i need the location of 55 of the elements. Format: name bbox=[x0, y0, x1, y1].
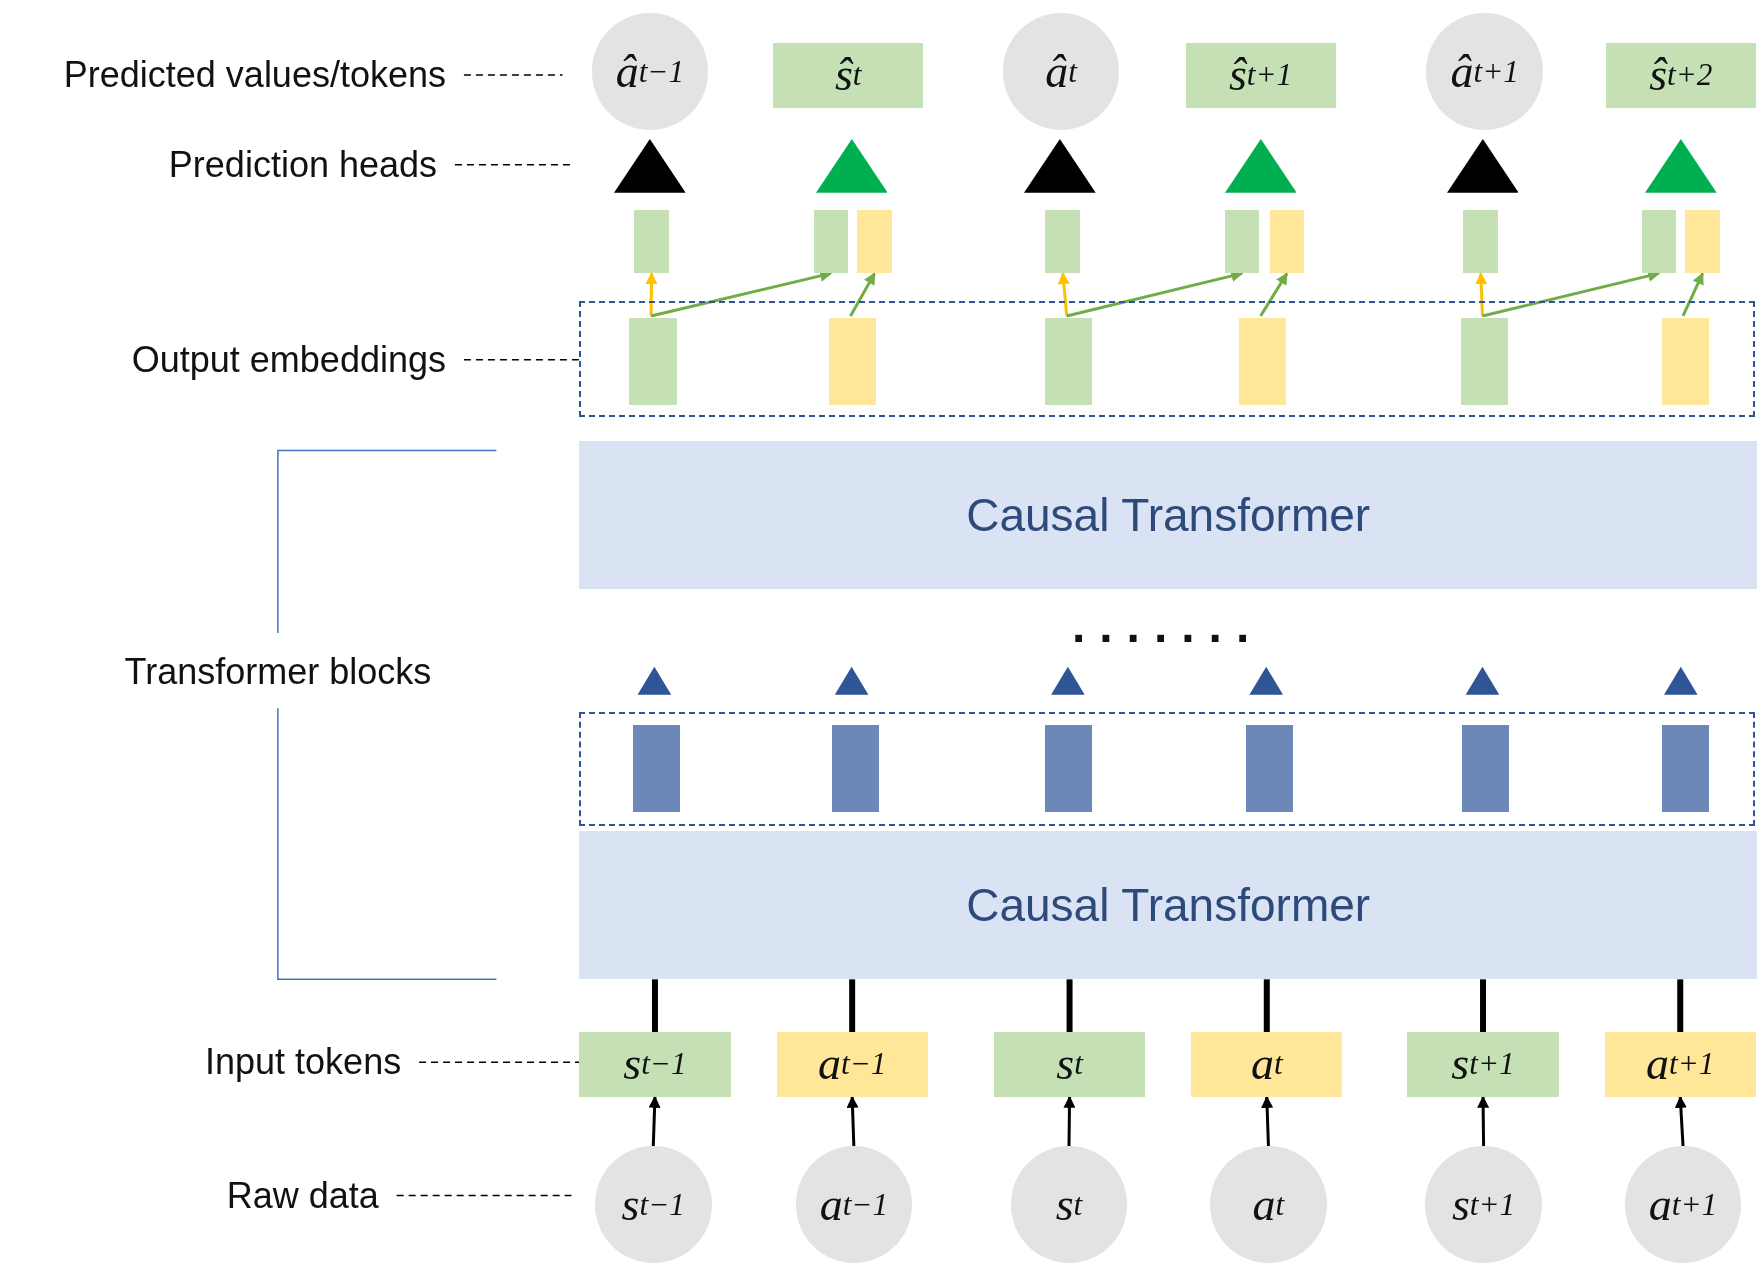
embedding-bar bbox=[1224, 209, 1260, 274]
arrow bbox=[1475, 272, 1488, 317]
embedding-bar bbox=[1661, 318, 1709, 406]
connector-line bbox=[1066, 979, 1073, 1032]
arrow bbox=[645, 272, 658, 316]
leader-line bbox=[463, 358, 581, 361]
embedding-bar bbox=[1460, 318, 1508, 406]
embedding-bar bbox=[632, 724, 680, 813]
leader-line bbox=[463, 74, 564, 76]
transformer-block: Causal Transformer bbox=[579, 831, 1757, 980]
row-label: Predicted values/tokens bbox=[63, 54, 446, 96]
arrow bbox=[1063, 1095, 1076, 1147]
leader-line bbox=[395, 1194, 573, 1197]
group-label: Transformer blocks bbox=[124, 651, 432, 694]
transformer-block: Causal Transformer bbox=[579, 441, 1757, 590]
embedding-bar bbox=[1269, 209, 1305, 274]
connector-line bbox=[1677, 979, 1684, 1032]
arrow bbox=[1674, 1095, 1687, 1147]
embedding-bar bbox=[1045, 724, 1093, 813]
arrow bbox=[1681, 272, 1704, 317]
arrow bbox=[1477, 1095, 1490, 1147]
embedding-bar bbox=[1462, 724, 1510, 813]
connector-line bbox=[651, 979, 658, 1032]
embedding-bar bbox=[1463, 209, 1499, 274]
embedding-bar bbox=[634, 209, 669, 274]
arrow bbox=[1261, 1095, 1274, 1147]
connector-line bbox=[849, 979, 856, 1032]
embedding-bar bbox=[1245, 724, 1293, 813]
dashed-group-box bbox=[579, 301, 1755, 417]
dashed-group-box bbox=[579, 711, 1755, 826]
embedding-bar bbox=[857, 209, 892, 274]
embedding-bar bbox=[1239, 318, 1287, 406]
row-label: Input tokens bbox=[205, 1041, 402, 1083]
leader-line bbox=[454, 163, 573, 166]
arrow bbox=[1259, 272, 1289, 317]
arrow bbox=[849, 272, 876, 317]
row-label: Output embeddings bbox=[131, 339, 446, 381]
embedding-bar bbox=[1641, 209, 1677, 274]
embedding-bar bbox=[1661, 724, 1709, 813]
row-label: Prediction heads bbox=[168, 144, 437, 186]
embedding-bar bbox=[832, 724, 880, 813]
connector-line bbox=[1263, 979, 1270, 1032]
embedding-bar bbox=[629, 318, 677, 406]
ellipsis: ....... bbox=[1071, 597, 1264, 653]
embedding-bar bbox=[1685, 209, 1720, 274]
leader-line bbox=[418, 1061, 581, 1063]
embedding-bar bbox=[813, 209, 849, 274]
embedding-bar bbox=[1045, 209, 1081, 274]
connector-line bbox=[1480, 979, 1487, 1032]
arrow bbox=[846, 1095, 859, 1147]
embedding-bar bbox=[1045, 318, 1093, 406]
arrow bbox=[1057, 272, 1070, 317]
arrow bbox=[648, 1095, 661, 1147]
embedding-bar bbox=[828, 318, 876, 406]
row-label: Raw data bbox=[226, 1174, 379, 1217]
